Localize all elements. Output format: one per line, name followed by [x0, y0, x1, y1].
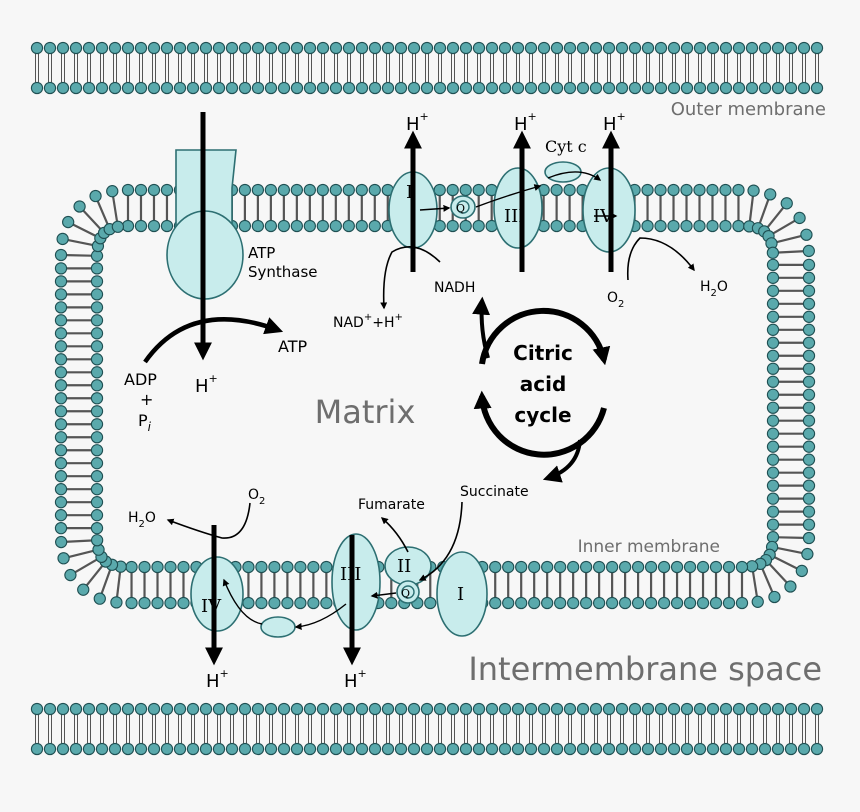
top-o2-label: O2	[607, 290, 624, 310]
top-water-arrow	[626, 237, 695, 281]
outer-membrane-label: Outer membrane	[671, 99, 826, 120]
bottom-cyt-c-shape	[260, 616, 296, 638]
intermembrane-space-label: Intermembrane space	[468, 650, 822, 688]
top-complex-3-label: III	[504, 206, 525, 227]
fumarate-label: Fumarate	[358, 497, 425, 513]
bottom-complex-1-shape	[436, 551, 488, 637]
bottom-complex-4-shape	[190, 556, 244, 632]
phosphate-sub: i	[148, 420, 152, 434]
top-complex-3-shape	[493, 167, 543, 249]
bottom-complex-1-label: I	[457, 584, 464, 605]
bottom-water-label: H2O	[128, 510, 156, 530]
top-e-transfer-3	[547, 171, 602, 181]
atp-output-label: ATP	[278, 337, 307, 356]
succinate-to-fumarate-arrow	[418, 501, 463, 581]
cycle-arrow-bottom	[473, 390, 607, 458]
bottom-quinone-label: Q	[401, 587, 410, 600]
bottom-proton-label-3: H+	[344, 667, 367, 692]
adp-label: ADP	[124, 370, 157, 389]
cycle-label-1: Citric	[513, 341, 573, 365]
atp-synthase-proton-label: H+	[195, 372, 218, 397]
top-e-transfer-1	[419, 204, 451, 212]
nad-label: NAD++H+	[333, 312, 403, 331]
phosphate-p: P	[138, 411, 148, 430]
top-proton-label-1: H+	[406, 110, 429, 135]
cycle-arrow-top	[479, 307, 611, 366]
top-complex-1-label: I	[406, 182, 413, 203]
nadh-oxidation-arrow	[380, 246, 441, 310]
top-proton-label-4: H+	[603, 110, 626, 135]
proton-h: H	[195, 376, 209, 397]
atp-synthesis-arrow	[143, 317, 284, 364]
outer-membrane-top	[30, 41, 824, 95]
bottom-proton-label-4: H+	[206, 667, 229, 692]
fumarate-arrow	[380, 517, 409, 553]
proton-sup: +	[209, 372, 218, 385]
nadh-label: NADH	[434, 280, 475, 296]
inner-membrane-label: Inner membrane	[578, 537, 720, 557]
phosphate-label: Pi	[138, 411, 152, 434]
atp-synthase-label-1: ATP	[248, 244, 275, 262]
plus-label: +	[140, 390, 153, 409]
top-e-transfer-2	[475, 184, 542, 208]
top-cyt-c-label: Cyt c	[545, 137, 587, 156]
citric-acid-cycle	[472, 296, 611, 483]
bottom-water-arrow	[166, 502, 251, 539]
succinate-label: Succinate	[460, 484, 529, 500]
bottom-o2-label: O2	[248, 487, 265, 507]
cycle-nadh-arrow	[472, 296, 491, 359]
outer-membrane-bottom	[30, 702, 824, 756]
top-quinone-label: Q	[456, 202, 465, 215]
cycle-label-2: acid	[520, 372, 567, 396]
top-chain	[380, 130, 695, 310]
atp-synthase	[143, 112, 284, 364]
atp-synthase-label-2: Synthase	[248, 263, 318, 281]
top-proton-label-3: H+	[514, 110, 537, 135]
top-complex-4-label: IV	[593, 206, 614, 227]
bottom-complex-4-label: IV	[201, 596, 222, 617]
top-quinone-shape	[450, 195, 476, 219]
bottom-quinone-shape	[396, 580, 420, 604]
top-water-label: H2O	[700, 279, 728, 299]
bottom-complex-3-label: III	[340, 564, 361, 585]
bottom-complex-2-label: II	[397, 556, 411, 577]
bottom-chain	[166, 501, 488, 666]
cycle-label-3: cycle	[514, 403, 571, 427]
cycle-succinate-arrow	[542, 439, 582, 483]
matrix-label: Matrix	[315, 393, 416, 431]
